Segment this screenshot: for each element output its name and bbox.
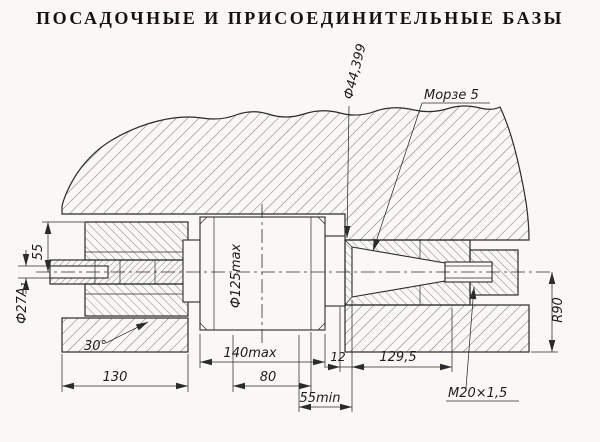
dim-140-label: 140max [223,346,276,361]
bearing-housing-top [84,221,189,261]
casting-lower-right [344,304,530,353]
casting-upper [61,105,530,241]
spindle-assembly [49,221,189,317]
dim-130-label: 130 [103,370,128,385]
quill-assembly [344,239,519,306]
casting-lower-left [61,317,189,353]
leader-m20 [465,286,477,389]
dim-125-label: Ф125max [229,244,244,309]
dim-55-label: 55 [31,244,46,261]
hub-left [182,239,201,303]
leader-44 [343,105,351,239]
leader-30deg [105,321,149,344]
dim-44-label: Ф44,399 [341,42,369,101]
page-title: ПОСАДОЧНЫЕ И ПРИСОЕДИНИТЕЛЬНЫЕ БАЗЫ [36,8,564,28]
dim-27-label: Ф27А₁ [15,282,30,324]
dim-r90-label: R90 [551,297,566,323]
quill-mouth-chamfer-bottom [344,296,353,306]
centerlines [36,204,552,344]
chamfer-tr [317,216,326,225]
hub-right [324,235,346,307]
dim-30deg-label: 30° [84,339,107,354]
dim-55min-label: 55min [299,391,340,406]
morse-label: Морзе 5 [424,88,479,103]
dim-m20-label: M20×1,5 [448,386,507,401]
center-cylinder [182,216,346,331]
dim-129-label: 129,5 [379,350,416,365]
cylinder-body [199,216,326,331]
chamfer-tl [199,216,208,225]
leader-morse [372,102,423,252]
dim-12-label: 12 [330,350,345,364]
dim-80-label: 80 [260,370,277,385]
chamfer-br [317,322,326,331]
chamfer-bl [199,322,208,331]
bearing-housing-bottom [84,283,189,317]
quill-mouth-chamfer-top [344,239,353,248]
